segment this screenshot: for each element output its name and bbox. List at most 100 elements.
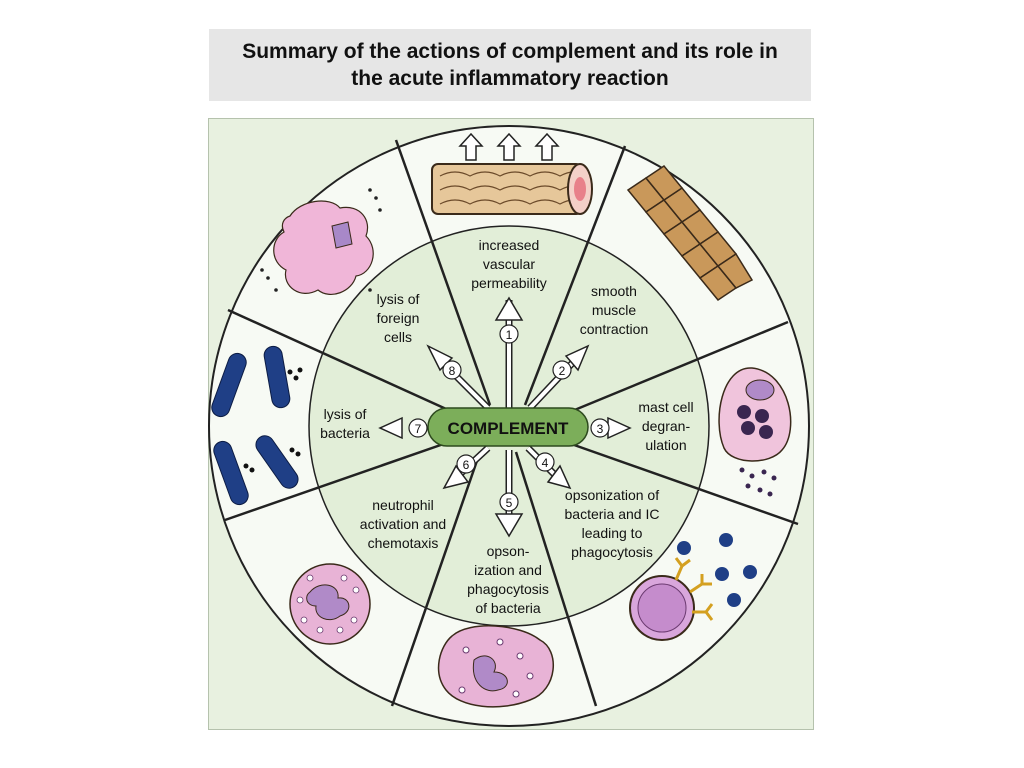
granule — [352, 586, 360, 594]
muscle-cell — [716, 252, 754, 289]
phagocyte-vacuoles — [458, 638, 534, 698]
debris-dot — [374, 196, 378, 200]
debris-dot — [287, 369, 293, 375]
granule — [759, 425, 773, 439]
number-2: 2 — [559, 364, 566, 378]
granule — [350, 616, 358, 624]
phagocytosis-illustration — [437, 625, 554, 708]
permeability-arrows — [458, 132, 560, 161]
label-7-line-2: bacteria — [320, 425, 370, 441]
label-5-line-1: opson- — [487, 543, 530, 559]
granule — [340, 574, 348, 582]
number-circle-6 — [456, 454, 476, 474]
mast-cell-illustration — [718, 367, 792, 497]
granule — [741, 421, 755, 435]
neutrophil-nucleus — [306, 584, 350, 621]
divider-spoke — [390, 451, 482, 707]
vacuole — [512, 690, 520, 698]
opsonized-bacteria — [677, 533, 757, 607]
cell-debris — [260, 188, 382, 292]
number-8: 8 — [449, 364, 456, 378]
debris-dot — [289, 447, 295, 453]
vacuole — [516, 652, 524, 660]
label-8-line-1: lysis of — [377, 291, 420, 307]
number-circle-5 — [499, 492, 519, 512]
antibody-icon — [674, 557, 691, 581]
label-3-line-3: ulation — [645, 437, 686, 453]
debris-dot — [293, 375, 299, 381]
vacuole — [462, 646, 470, 654]
debris-dot — [378, 208, 382, 212]
vessel-texture — [439, 199, 583, 205]
label-7-line-1: lysis of — [324, 406, 367, 422]
up-arrow-icon — [458, 132, 484, 161]
up-arrow-icon — [496, 132, 522, 161]
antibody-receptors — [674, 557, 714, 621]
label-6-line-3: chemotaxis — [368, 535, 439, 551]
divider-spoke — [227, 308, 456, 415]
phagocyte-nucleus — [637, 583, 687, 633]
complement-label: COMPLEMENT — [448, 419, 570, 438]
arrow-head-6 — [442, 464, 470, 490]
figure-title-box: Summary of the actions of complement and… — [209, 29, 811, 101]
label-1-line-2: vascular — [483, 256, 535, 272]
granule — [336, 626, 344, 634]
label-5-line-2: ization and — [474, 562, 542, 578]
granule — [316, 626, 324, 634]
arrow-shaft-2-fill — [528, 353, 582, 410]
granule — [737, 405, 751, 419]
number-4: 4 — [542, 456, 549, 470]
foreign-cell-illustration — [260, 188, 382, 295]
granule — [300, 616, 308, 624]
bacterium-rod — [213, 440, 249, 506]
bacterium-rod — [255, 435, 299, 489]
label-2-line-2: muscle — [592, 302, 637, 318]
debris-dot — [368, 288, 372, 292]
debris-dot — [260, 268, 264, 272]
bacterium-dot — [715, 567, 729, 581]
sector-dividers — [224, 139, 799, 707]
granule-dot — [745, 483, 751, 489]
debris-dot — [295, 451, 301, 457]
vessel-lumen — [574, 177, 586, 201]
label-1-line-1: increased — [479, 237, 540, 253]
granule-dot — [767, 491, 773, 497]
neutrophil-granules — [296, 574, 360, 634]
label-2-line-1: smooth — [591, 283, 637, 299]
bacterium-debris — [243, 367, 303, 473]
debris-dot — [249, 467, 255, 473]
label-5-line-4: of bacteria — [475, 600, 541, 616]
number-circle-3 — [590, 418, 610, 438]
action-arrows — [378, 296, 632, 538]
granule-dot — [761, 469, 767, 475]
number-6: 6 — [463, 458, 470, 472]
label-2-line-3: contraction — [580, 321, 648, 337]
number-1: 1 — [506, 328, 513, 342]
number-3: 3 — [597, 422, 604, 436]
phagocyte-nucleus — [472, 655, 508, 692]
smooth-muscle-illustration — [626, 164, 754, 302]
bacterium-dot — [677, 541, 691, 555]
debris-dot — [297, 367, 303, 373]
number-circle-8 — [442, 360, 462, 380]
vacuole — [526, 672, 534, 680]
released-granules — [739, 467, 777, 497]
label-8-line-3: cells — [384, 329, 412, 345]
granule — [296, 596, 304, 604]
divider-spoke — [224, 438, 456, 522]
label-1-line-3: permeability — [471, 275, 546, 291]
label-4-line-3: leading to — [582, 525, 643, 541]
vessel-texture — [439, 185, 583, 191]
bacteria-illustration — [211, 345, 303, 506]
granule-dot — [757, 487, 763, 493]
debris-dot — [368, 188, 372, 192]
debris-dot — [243, 463, 249, 469]
figure-title-line-2: the acute inflammatory reaction — [351, 67, 669, 90]
muscle-cell — [644, 164, 684, 202]
number-circle-2 — [552, 360, 572, 380]
arrow-head-5 — [494, 513, 524, 538]
arrow-head-2 — [564, 344, 590, 372]
divider-spoke — [559, 320, 789, 418]
label-3-line-1: mast cell — [638, 399, 693, 415]
